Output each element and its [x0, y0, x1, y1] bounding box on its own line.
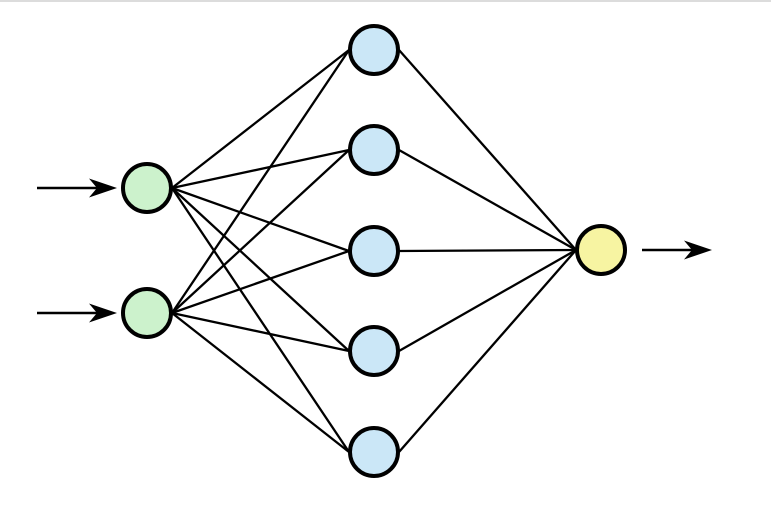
input-node-2	[121, 287, 173, 339]
edge-input-node-2-hidden-node-2	[171, 149, 350, 314]
hidden-node-2	[348, 124, 400, 176]
edge-input-node-1-hidden-node-3	[171, 186, 350, 253]
edge-input-node-2-hidden-node-4	[171, 311, 350, 353]
edge-hidden-node-4-output-node	[398, 249, 577, 352]
hidden-node-5	[348, 426, 400, 478]
edge-hidden-node-2-output-node	[398, 148, 577, 252]
edge-input-node-1-hidden-node-4	[171, 187, 350, 352]
hidden-node-1	[348, 24, 400, 76]
input-arrow-2-head	[89, 303, 117, 323]
input-node-1	[121, 162, 173, 214]
output-arrow-head	[684, 240, 712, 260]
hidden-node-4	[348, 325, 400, 377]
edge-input-node-1-hidden-node-1	[171, 49, 350, 189]
window-top-border	[0, 0, 771, 2]
edge-input-node-2-hidden-node-1	[171, 49, 350, 314]
edge-hidden-node-3-output-node	[398, 248, 577, 253]
edge-input-node-1-hidden-node-5	[171, 187, 350, 453]
hidden-node-3	[348, 225, 400, 277]
output-node	[575, 224, 627, 276]
edge-input-node-2-hidden-node-3	[171, 249, 350, 315]
edge-hidden-node-1-output-node	[398, 49, 577, 251]
input-arrow-1-head	[89, 178, 117, 198]
edge-input-node-1-hidden-node-2	[171, 148, 350, 190]
edge-hidden-node-5-output-node	[398, 249, 577, 453]
edge-input-node-2-hidden-node-5	[171, 312, 350, 453]
